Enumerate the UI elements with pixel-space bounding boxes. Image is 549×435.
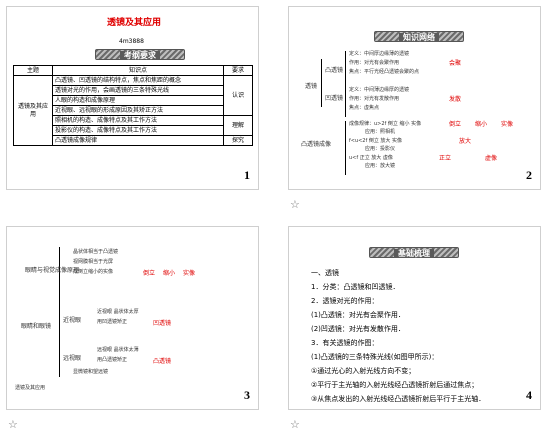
slide-1-subtitle: 4m3888 — [119, 38, 144, 45]
tree-branch-convex: 凸透镜 — [325, 67, 344, 74]
star-icon: ☆ — [290, 418, 300, 431]
table-row: 人眼的构造和成像原理 — [52, 95, 224, 106]
content-line: 3．有关透镜的作图： — [311, 339, 379, 347]
tree-line: 应用：放大镜 — [365, 163, 396, 169]
tree-branch: 近视眼 — [63, 317, 82, 324]
tree-line: 应用：照相机 — [365, 129, 396, 135]
tree-bracket — [345, 121, 346, 175]
slide-number: 2 — [526, 168, 532, 182]
content-line: ③从焦点发出的入射光线经凸透镜折射后平行于主光轴． — [311, 395, 486, 403]
slide-2[interactable]: 知识网络 透镜 凸透镜 凹透镜 凸透镜成像 定义：中间厚边缘薄的透镜 作用：对光… — [288, 6, 541, 190]
tree-line: 定义：中间厚边缘薄的透镜 — [349, 51, 410, 57]
table-row: 凸透镜成像规律 — [52, 135, 224, 146]
content-line: 2．透镜对光的作用： — [311, 297, 379, 305]
table-row: 近视眼、远视眼的形成原因及其矫正方法 — [52, 105, 224, 116]
highlight-word: 实像 — [183, 270, 196, 277]
table-header-level: 要求 — [223, 65, 253, 76]
slide-4[interactable]: 基础梳理 一、透镜 1．分类：凸透镜和凹透镜． 2．透镜对光的作用： (1)凸透… — [288, 226, 541, 410]
tree-branch: 远视眼 — [63, 355, 82, 362]
tree-branch-imaging: 凸透镜成像 — [301, 141, 332, 148]
star-icon: ☆ — [290, 198, 300, 211]
highlight-word: 会聚 — [449, 60, 462, 67]
table-header-topic: 主题 — [13, 65, 53, 76]
highlight-word: 凹透镜 — [153, 320, 172, 327]
slide-number: 4 — [526, 388, 532, 402]
highlight-word: 缩小 — [475, 121, 488, 128]
highlight-word: 正立 — [439, 155, 452, 162]
requirements-table: 主题 知识点 要求 透镜及其应用 凸透镜、凹透镜的结构特点，焦点和焦距的概念 认… — [13, 65, 253, 146]
tree-line: 焦点：平行光经凸透镜会聚的点 — [349, 69, 420, 75]
star-icon: ☆ — [8, 418, 18, 431]
table-level: 探究 — [223, 135, 253, 146]
slide-1[interactable]: 透镜及其应用 4m3888 考纲要求 主题 知识点 要求 透镜及其应用 凸透镜、… — [6, 6, 259, 190]
table-level: 理解 — [223, 115, 253, 136]
footnote: 透镜及其应用 — [15, 385, 46, 391]
tree-line: 视网膜相当于光屏 — [73, 259, 114, 265]
content-line: ①通过光心的入射光线方向不变； — [311, 367, 416, 375]
highlight-word: 缩小 — [163, 270, 176, 277]
content-line: 1．分类：凸透镜和凹透镜． — [311, 283, 400, 291]
content-line: (2)凹透镜：对光有发散作用． — [311, 325, 405, 333]
highlight-word: 实像 — [501, 121, 514, 128]
table-row: 透镜对光的作用，会画透镜的三条特殊光线 — [52, 85, 224, 96]
tree-line: 作用：对光有会聚作用 — [349, 60, 400, 66]
tree-line: 定义：中间薄边缘厚的透镜 — [349, 87, 410, 93]
table-header-knowledge: 知识点 — [52, 65, 224, 76]
banner-exam-requirements: 考纲要求 — [95, 49, 185, 60]
highlight-word: 虚像 — [485, 155, 498, 162]
table-row: 凸透镜、凹透镜的结构特点，焦点和焦距的概念 — [52, 75, 224, 86]
tree-root: 眼睛和眼镜 — [21, 323, 52, 330]
table-row: 照相机的构造、成像特点及其工作方法 — [52, 115, 224, 126]
table-row: 投影仪的构造、成像特点及其工作方法 — [52, 125, 224, 136]
tree-line: 近视眼 晶状体太厚 — [97, 309, 139, 315]
highlight-word: 放大 — [459, 138, 472, 145]
tree-bracket — [321, 59, 322, 107]
table-level: 认识 — [223, 75, 253, 116]
tree-line: 晶状体相当于凸透镜 — [73, 249, 119, 255]
tree-line: f<u<2f 倒立 放大 实像 — [349, 138, 403, 144]
highlight-word: 凸透镜 — [153, 358, 172, 365]
tree-line: 成倒立缩小的实像 — [73, 269, 114, 275]
tree-branch-concave: 凹透镜 — [325, 95, 344, 102]
tree-line: 应用：投影仪 — [365, 146, 396, 152]
tree-bracket — [345, 51, 346, 117]
tree-line: 远视眼 晶状体太薄 — [97, 347, 139, 353]
tree-line: 作用：对光有发散作用 — [349, 96, 400, 102]
tree-branch: 眼睛与视觉成像原理 — [25, 267, 80, 274]
slide-number: 3 — [244, 388, 250, 402]
tree-line: 用凹透镜矫正 — [97, 319, 128, 325]
slide-1-title: 透镜及其应用 — [107, 18, 162, 28]
highlight-word: 发散 — [449, 96, 462, 103]
highlight-word: 倒立 — [143, 270, 156, 277]
slide-number: 1 — [244, 168, 250, 182]
highlight-word: 倒立 — [449, 121, 462, 128]
content-line: (1)凸透镜：对光有会聚作用． — [311, 311, 405, 319]
content-line: ②平行于主光轴的入射光线经凸透镜折射后通过焦点； — [311, 381, 479, 389]
table-topic-cell: 透镜及其应用 — [13, 75, 53, 146]
tree-line: 用凸透镜矫正 — [97, 357, 128, 363]
tree-root: 透镜 — [305, 83, 318, 90]
tree-line: 显微镜和望远镜 — [73, 369, 109, 375]
tree-line: u<f 正立 放大 虚像 — [349, 155, 393, 161]
banner-knowledge-network: 知识网络 — [374, 31, 464, 42]
banner-basic-review: 基础梳理 — [369, 247, 459, 258]
content-line: 一、透镜 — [311, 269, 339, 277]
slide-3[interactable]: 眼睛和眼镜 眼睛与视觉成像原理 近视眼 远视眼 晶状体相当于凸透镜 视网膜相当于… — [6, 226, 259, 410]
tree-line: 成像规律：u>2f 倒立 缩小 实像 — [349, 121, 422, 127]
tree-bracket — [59, 247, 60, 377]
content-line: (1)凸透镜的三条特殊光线(如图甲所示)： — [311, 353, 439, 361]
tree-line: 焦点：虚焦点 — [349, 105, 380, 111]
